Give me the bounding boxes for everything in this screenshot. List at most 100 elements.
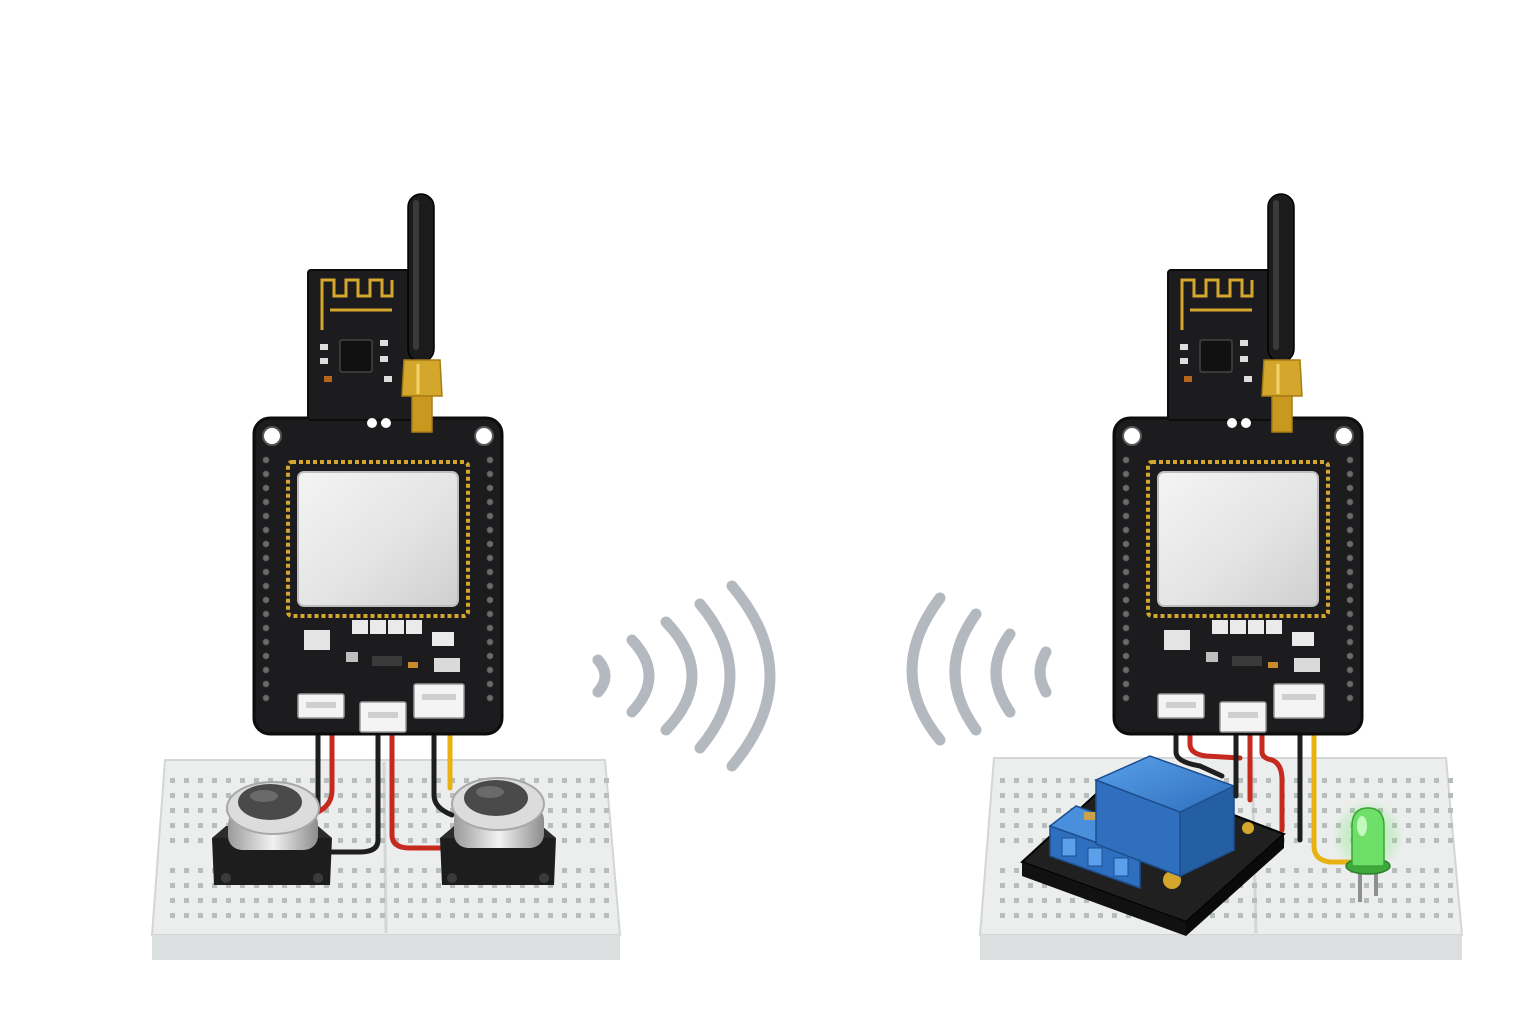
rf-shield — [1157, 471, 1319, 607]
breadboard-hole — [212, 778, 217, 783]
breadboard-hole — [1308, 868, 1313, 873]
header-pin — [262, 596, 270, 604]
breadboard-hole — [1084, 898, 1089, 903]
breadboard-hole — [506, 883, 511, 888]
breadboard-hole — [184, 913, 189, 918]
breadboard-hole — [436, 868, 441, 873]
header-pin — [262, 526, 270, 534]
breadboard-hole — [338, 898, 343, 903]
breadboard-hole — [492, 913, 497, 918]
breadboard-hole — [1308, 883, 1313, 888]
breadboard-hole — [1308, 898, 1313, 903]
breadboard-hole — [1042, 778, 1047, 783]
header-pin — [1122, 568, 1130, 576]
breadboard-hole — [268, 778, 273, 783]
breadboard-hole — [1448, 838, 1453, 843]
breadboard-hole — [1364, 913, 1369, 918]
wave-arc — [726, 580, 776, 772]
breadboard-hole — [422, 868, 427, 873]
breadboard-hole — [408, 883, 413, 888]
breadboard-hole — [324, 823, 329, 828]
breadboard-hole — [422, 793, 427, 798]
breadboard-hole — [324, 898, 329, 903]
breadboard-hole — [1406, 883, 1411, 888]
breadboard-hole — [1420, 793, 1425, 798]
breadboard-hole — [548, 913, 553, 918]
mounting-hole — [474, 426, 494, 446]
wire-red — [389, 712, 453, 851]
breadboard-hole — [394, 793, 399, 798]
breadboard-hole — [338, 883, 343, 888]
breadboard-hole — [1434, 898, 1439, 903]
breadboard-hole — [590, 838, 595, 843]
breadboard-hole — [1392, 883, 1397, 888]
breadboard-hole — [534, 898, 539, 903]
breadboard-hole — [562, 898, 567, 903]
esp32-board-right — [1112, 416, 1364, 736]
breadboard-hole — [240, 778, 245, 783]
wave-arc — [592, 654, 611, 698]
breadboard-hole — [1000, 913, 1005, 918]
mounting-hole — [1334, 426, 1354, 446]
push-button-2 — [440, 777, 556, 885]
header-pin — [1346, 666, 1354, 674]
breadboard-hole — [548, 808, 553, 813]
breadboard-hole — [380, 778, 385, 783]
breadboard-hole — [338, 808, 343, 813]
header-pin — [486, 666, 494, 674]
header-pin — [1122, 470, 1130, 478]
header-pin — [262, 610, 270, 618]
breadboard-hole — [576, 778, 581, 783]
header-pin — [262, 680, 270, 688]
breadboard-hole — [520, 883, 525, 888]
breadboard-hole — [562, 883, 567, 888]
breadboard-hole — [604, 823, 609, 828]
breadboard-hole — [1266, 898, 1271, 903]
breadboard-hole — [1322, 793, 1327, 798]
breadboard-hole — [1000, 823, 1005, 828]
breadboard-hole — [1294, 883, 1299, 888]
header-pin — [1346, 568, 1354, 576]
breadboard-hole — [1420, 898, 1425, 903]
breadboard-hole — [548, 883, 553, 888]
breadboard-hole — [1294, 868, 1299, 873]
breadboard-hole — [1238, 808, 1243, 813]
push-button-1 — [212, 781, 332, 885]
header-pin — [262, 498, 270, 506]
breadboard-hole — [394, 913, 399, 918]
breadboard-hole — [1252, 913, 1257, 918]
breadboard-hole — [198, 808, 203, 813]
header-pin — [1346, 610, 1354, 618]
breadboard-hole — [590, 793, 595, 798]
breadboard-hole — [1448, 808, 1453, 813]
breadboard-hole — [1238, 898, 1243, 903]
breadboard-hole — [226, 913, 231, 918]
breadboard-hole — [1448, 823, 1453, 828]
breadboard-hole — [1294, 823, 1299, 828]
breadboard-hole — [380, 838, 385, 843]
breadboard-hole — [366, 868, 371, 873]
breadboard-hole — [1252, 793, 1257, 798]
breadboard-hole — [1098, 913, 1103, 918]
breadboard-hole — [226, 778, 231, 783]
header-pin — [1122, 624, 1130, 632]
breadboard-hole — [1014, 808, 1019, 813]
wire-red — [1187, 712, 1243, 761]
header-pin — [262, 568, 270, 576]
breadboard-hole — [1266, 808, 1271, 813]
nrf-radio-module-left — [307, 269, 413, 428]
breadboard-hole — [506, 913, 511, 918]
breadboard-hole — [1014, 868, 1019, 873]
breadboard-hole — [170, 838, 175, 843]
breadboard-hole — [1308, 808, 1313, 813]
breadboard-hole — [338, 913, 343, 918]
breadboard-hole — [604, 778, 609, 783]
breadboard-hole — [1070, 898, 1075, 903]
breadboard-hole — [1378, 913, 1383, 918]
breadboard-hole — [590, 823, 595, 828]
header-pin — [1122, 596, 1130, 604]
breadboard-hole — [1294, 808, 1299, 813]
breadboard-hole — [1434, 793, 1439, 798]
breadboard-hole — [324, 913, 329, 918]
header-pin — [486, 456, 494, 464]
